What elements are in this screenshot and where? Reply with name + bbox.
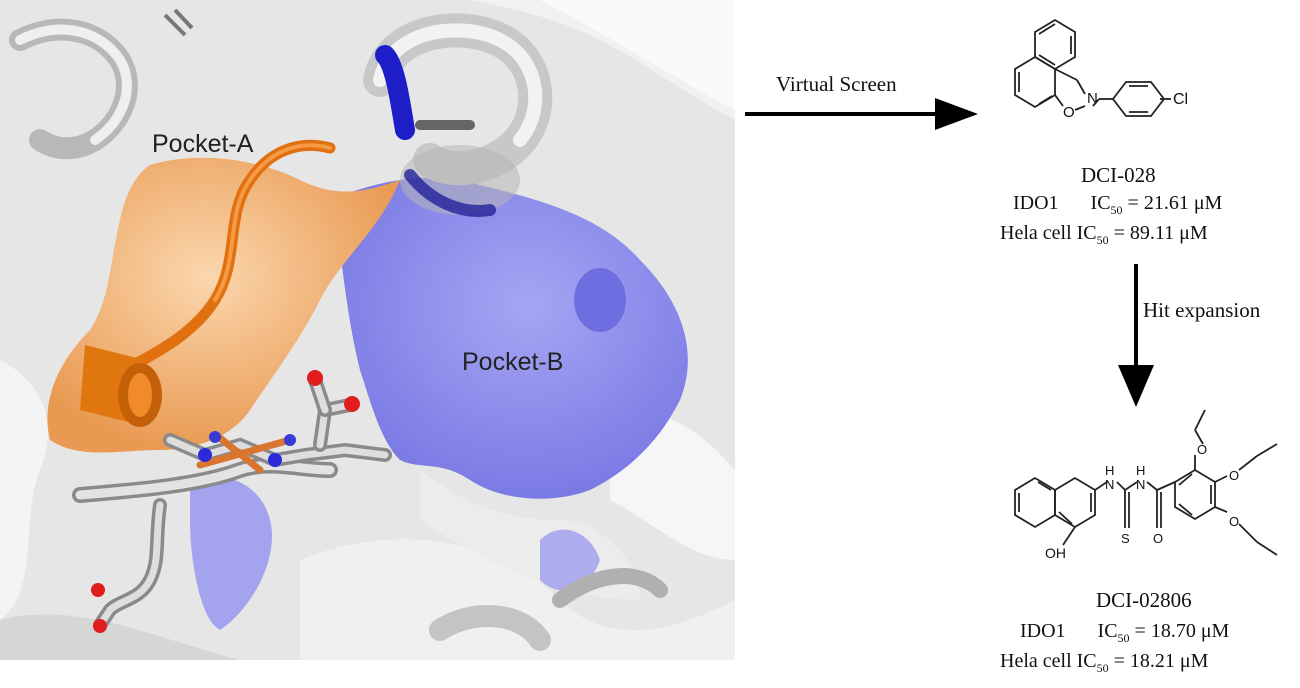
helix-blue-segment <box>375 45 415 140</box>
o-atom: O <box>1153 531 1163 546</box>
ic50-value: = 18.21 μM <box>1113 650 1209 672</box>
arrow-head <box>1118 365 1154 407</box>
dci-028-structure: N O Cl <box>1014 18 1188 121</box>
target-label: IDO1 <box>1013 192 1059 214</box>
gray-ribbon <box>552 568 668 608</box>
metric-label: IC <box>1076 650 1097 672</box>
orange-helix <box>128 373 152 417</box>
helix-blue-segment <box>404 169 496 217</box>
n-atom: N <box>1087 90 1098 107</box>
o-atom: O <box>1229 468 1239 483</box>
pocket-a-label: Pocket-A <box>152 130 254 158</box>
cl-atom: Cl <box>1173 91 1188 108</box>
dci-028-ido1-line: IDO1 IC50 = 21.61 μM <box>1013 192 1223 217</box>
o-atom: O <box>1063 104 1075 121</box>
pocket-b-surface <box>540 529 600 591</box>
surface-lobe <box>300 539 735 660</box>
pocket-b-surface <box>330 177 688 499</box>
protein-pocket-illustration: Pocket-A Pocket-B <box>0 0 735 660</box>
surface-lobe <box>0 360 48 620</box>
dci-02806-hela-line: Hela cell IC50 = 18.21 μM <box>1000 650 1209 675</box>
virtual-screen-label: Virtual Screen <box>776 72 897 96</box>
o-atom: O <box>1197 442 1207 457</box>
hit-expansion-label: Hit expansion <box>1143 298 1261 322</box>
surface-lobe <box>540 0 735 110</box>
arrow-hit-expansion <box>1118 264 1154 407</box>
orange-loop <box>213 143 332 302</box>
nitrogen-atom <box>209 431 221 443</box>
arrow-virtual-screen <box>745 98 978 130</box>
ic50-value: = 21.61 μM <box>1127 192 1223 214</box>
nh-atom: H <box>1136 463 1145 478</box>
dci-02806-ido1-line: IDO1 IC50 = 18.70 μM <box>1020 620 1230 645</box>
ic50-value: = 18.70 μM <box>1134 620 1230 642</box>
target-label: IDO1 <box>1020 620 1066 642</box>
n-atom: N <box>1105 477 1114 492</box>
metric-label: IC <box>1090 192 1111 214</box>
gray-ribbon <box>15 24 132 145</box>
nh-atom: H <box>1105 463 1114 478</box>
heme-atoms <box>91 370 360 633</box>
nitrogen-atom <box>198 448 212 462</box>
pocket-b-label: Pocket-B <box>462 348 563 376</box>
metric-label: IC <box>1097 620 1118 642</box>
s-atom: S <box>1121 531 1130 546</box>
helix-pocket-b <box>373 23 543 147</box>
arrow-head <box>935 98 978 130</box>
oxygen-atom <box>307 370 323 386</box>
gray-ribbon <box>429 605 551 651</box>
target-label: Hela cell <box>1000 222 1072 244</box>
nitrogen-atom <box>268 453 282 467</box>
oxygen-atom <box>93 619 107 633</box>
o-atom: O <box>1229 514 1239 529</box>
dci-02806-structure: H N H N S O OH O O O <box>1014 409 1278 561</box>
dci-028-name: DCI-028 <box>1081 163 1156 187</box>
pocket-b-highlight <box>574 268 626 332</box>
surface-lobe <box>0 614 240 660</box>
dci-028-hela-line: Hela cell IC50 = 89.11 μM <box>1000 222 1208 247</box>
target-label: Hela cell <box>1000 650 1072 672</box>
dci-02806-name: DCI-02806 <box>1096 588 1192 612</box>
nitrogen-atom <box>284 434 296 446</box>
gray-ribbon <box>163 8 194 37</box>
metric-label: IC <box>1076 222 1097 244</box>
n-atom: N <box>1136 477 1145 492</box>
pocket-b-surface <box>190 476 272 630</box>
oxygen-atom <box>344 396 360 412</box>
ic50-value: = 89.11 μM <box>1113 222 1208 244</box>
oh-atom: OH <box>1045 545 1066 561</box>
oxygen-atom <box>91 583 105 597</box>
